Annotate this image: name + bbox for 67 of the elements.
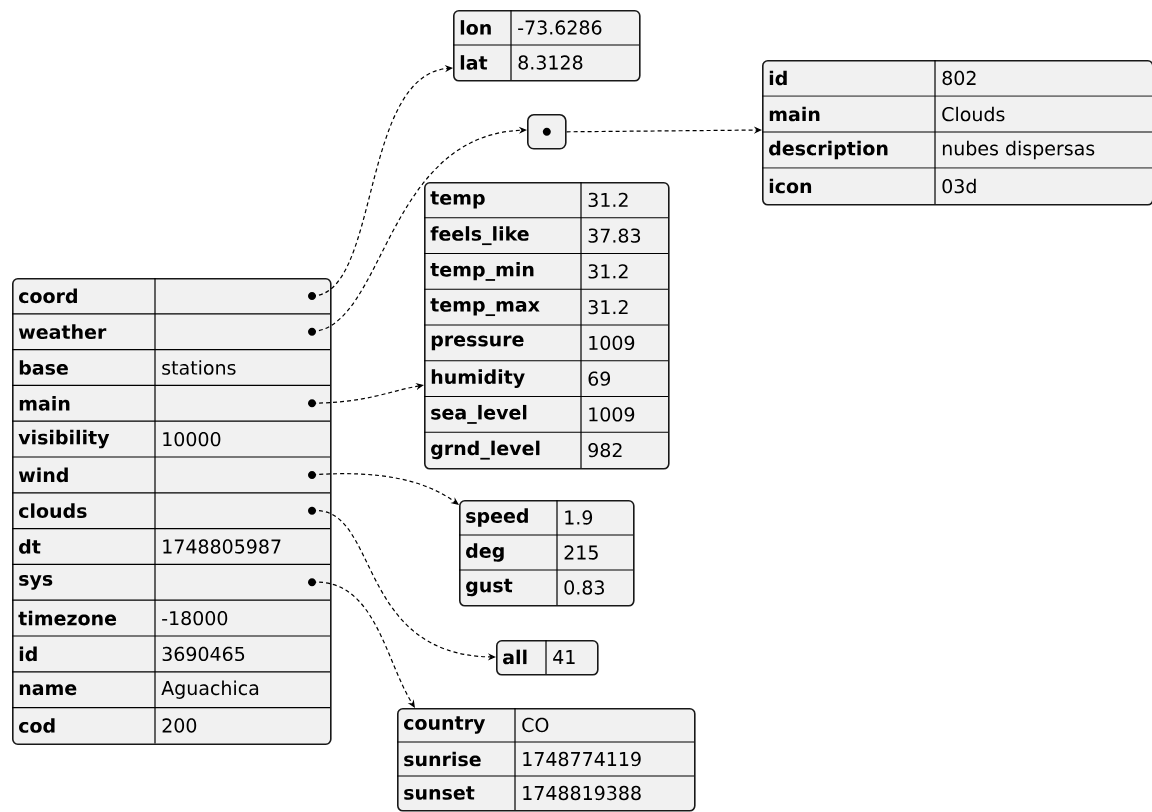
value-label: stations: [162, 360, 236, 375]
arrow: [311, 126, 527, 333]
value-label: 1.9: [565, 510, 593, 525]
key-label: sys: [19, 574, 53, 590]
value-label: 31.2: [588, 192, 628, 208]
key-label: temp: [430, 191, 485, 209]
key-label: main: [19, 395, 70, 411]
value-label: 69: [588, 371, 611, 386]
value-label: 1748774119: [523, 751, 641, 767]
key-label: name: [19, 684, 77, 696]
key-label: lon: [460, 20, 491, 35]
arrow: [311, 65, 453, 297]
value-label: 215: [564, 545, 598, 560]
value-label: 31.2: [588, 299, 628, 315]
key-label: all: [503, 649, 527, 665]
key-label: timezone: [18, 610, 117, 626]
key-label: visibility: [18, 429, 110, 449]
key-label: cod: [19, 718, 55, 733]
value-label: 37.83: [588, 228, 641, 243]
value-label: 3690465: [162, 646, 245, 662]
value-label: Clouds: [942, 106, 1005, 122]
value-label: 10000: [163, 431, 221, 447]
arrow: [311, 382, 424, 404]
value-label: 1748805987: [163, 539, 281, 554]
key-label: weather: [18, 324, 107, 340]
arrow: [311, 581, 415, 708]
value-label: 1748819388: [523, 785, 641, 801]
value-label: nubes dispersas: [942, 140, 1095, 160]
value-label: 31.2: [588, 264, 628, 279]
value-label: Aguachica: [161, 680, 259, 699]
value-label: 03d: [942, 178, 976, 194]
value-label: CO: [522, 717, 549, 733]
key-label: coord: [19, 288, 77, 304]
value-label: 41: [553, 650, 575, 664]
key-label: clouds: [19, 503, 87, 519]
key-label: sea_level: [431, 404, 527, 424]
key-label: feels_like: [430, 226, 529, 246]
value-label: 1009: [589, 335, 635, 351]
value-label: -18000: [162, 610, 228, 626]
key-label: sunrise: [404, 751, 481, 767]
value-label: 8.3128: [518, 55, 583, 70]
key-label: sunset: [404, 786, 475, 800]
key-label: dt: [19, 539, 41, 554]
key-label: main: [769, 106, 820, 122]
key-label: grnd_level: [431, 440, 540, 460]
key-label: humidity: [431, 369, 525, 388]
key-label: temp_min: [430, 261, 534, 281]
key-label: gust: [466, 578, 513, 597]
key-label: pressure: [431, 335, 524, 351]
value-label: 1009: [589, 407, 635, 422]
key-label: base: [19, 360, 68, 375]
key-label: lat: [460, 55, 488, 70]
key-label: id: [769, 70, 787, 86]
key-label: icon: [769, 178, 812, 194]
value-label: -73.6286: [518, 20, 602, 35]
key-label: speed: [466, 508, 528, 527]
key-label: temp_max: [430, 298, 540, 317]
key-label: country: [404, 716, 486, 734]
value-label: 200: [162, 718, 197, 733]
key-label: deg: [466, 543, 504, 562]
value-label: 802: [942, 70, 976, 86]
key-label: wind: [18, 467, 68, 483]
value-label: 982: [588, 442, 622, 458]
key-label: id: [19, 646, 37, 662]
value-label: 0.83: [564, 580, 604, 595]
key-label: description: [769, 140, 888, 160]
array-box: [527, 114, 567, 150]
